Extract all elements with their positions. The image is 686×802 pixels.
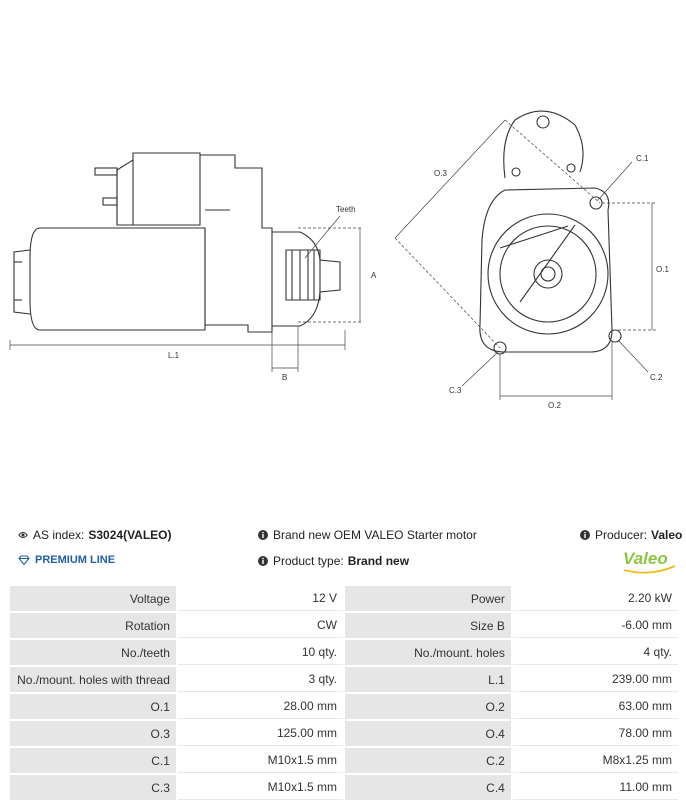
spec-label: Rotation: [10, 613, 176, 638]
dim-o3-label: O.3: [434, 169, 447, 178]
premium-line-text: PREMIUM LINE: [35, 554, 116, 566]
dim-o1-label: O.1: [656, 265, 669, 274]
info-icon: [258, 556, 268, 566]
dim-a-label: A: [371, 271, 377, 280]
spec-value: 28.00 mm: [177, 694, 343, 719]
product-type-value: Brand new: [347, 554, 410, 568]
spec-value: -6.00 mm: [512, 613, 678, 638]
spec-value: M10x1.5 mm: [177, 748, 343, 773]
as-index-value: S3024(VALEO): [88, 528, 172, 542]
product-type: Product type: Brand new: [258, 554, 409, 568]
spec-value: 12 V: [177, 586, 343, 611]
side-dimensions: [9, 215, 362, 372]
description: Brand new OEM VALEO Starter motor: [258, 528, 477, 542]
spec-label: No./teeth: [10, 640, 176, 665]
dim-c1-label: C.1: [636, 154, 649, 163]
spec-label: C.1: [10, 748, 176, 773]
spec-label: L.1: [344, 667, 511, 692]
spec-value: 125.00 mm: [177, 721, 343, 746]
teeth-label: Teeth: [336, 205, 356, 214]
description-text: Brand new OEM VALEO Starter motor: [273, 528, 477, 542]
front-dimensions: [394, 119, 656, 400]
technical-drawing: Teeth A B L.1: [9, 110, 669, 410]
spec-value: M10x1.5 mm: [177, 775, 343, 800]
producer: Producer: Valeo: [580, 528, 682, 542]
product-type-label: Product type:: [273, 554, 344, 568]
spec-value: 63.00 mm: [512, 694, 678, 719]
producer-value: Valeo: [651, 528, 683, 542]
spec-label: O.2: [344, 694, 511, 719]
dim-o2-label: O.2: [548, 401, 561, 410]
spec-value: 11.00 mm: [512, 775, 678, 800]
spec-label: C.3: [10, 775, 176, 800]
spec-label: No./mount. holes with thread: [10, 667, 176, 692]
diamond-icon: [18, 555, 30, 565]
dim-c3-label: C.3: [449, 386, 462, 395]
dim-c2-label: C.2: [650, 373, 663, 382]
dim-l1-label: L.1: [168, 351, 180, 360]
info-icon: [258, 530, 268, 540]
spec-label: C.4: [344, 775, 511, 800]
spec-label: C.2: [344, 748, 511, 773]
spec-label: O.1: [10, 694, 176, 719]
spec-label: O.3: [10, 721, 176, 746]
spec-value: CW: [177, 613, 343, 638]
valeo-logo: Valeo: [620, 546, 678, 576]
logo-wordmark: Valeo: [623, 549, 668, 568]
producer-label: Producer:: [595, 528, 648, 542]
spec-label: No./mount. holes: [344, 640, 511, 665]
eye-icon: [18, 530, 28, 540]
as-index-label: AS index:: [33, 528, 85, 542]
spec-label: Size B: [344, 613, 511, 638]
starter-side-view: [13, 152, 341, 333]
spec-value: 3 qty.: [177, 667, 343, 692]
spec-label: Voltage: [10, 586, 176, 611]
spec-value: 4 qty.: [512, 640, 678, 665]
starter-front-view: [479, 110, 622, 355]
info-icon: [580, 530, 590, 540]
premium-line-badge: PREMIUM LINE: [18, 554, 115, 566]
product-info: AS index: S3024(VALEO) Brand new OEM VAL…: [0, 522, 686, 582]
spec-value: 239.00 mm: [512, 667, 678, 692]
spec-value: M8x1.25 mm: [512, 748, 678, 773]
dim-b-label: B: [282, 373, 287, 382]
spec-value: 78.00 mm: [512, 721, 678, 746]
spec-label: Power: [344, 586, 511, 611]
spec-value: 2.20 kW: [512, 586, 678, 611]
spec-label: O.4: [344, 721, 511, 746]
spec-value: 10 qty.: [177, 640, 343, 665]
as-index: AS index: S3024(VALEO): [18, 528, 172, 542]
